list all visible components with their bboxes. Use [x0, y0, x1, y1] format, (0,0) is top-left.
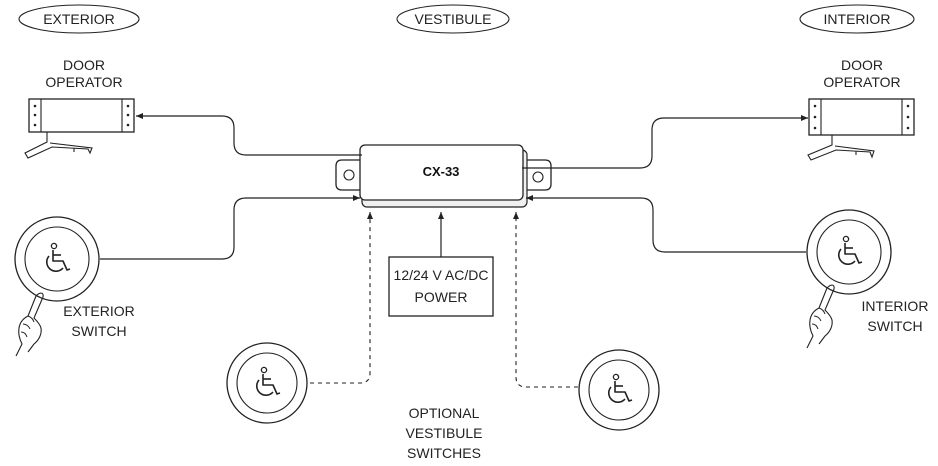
wire-vestibule-switch-right	[513, 212, 578, 388]
power-supply: 12/24 V AC/DC POWER	[388, 256, 494, 317]
pointing-hand-icon	[15, 292, 44, 357]
zone-vestibule-label: VESTIBULE	[414, 11, 491, 27]
interior-switch-label-2: SWITCH	[867, 318, 922, 334]
vestibule-switch-right	[578, 349, 660, 431]
wire-vestibule-switch-left	[310, 212, 373, 384]
vestibule-switches-label-1: OPTIONAL	[409, 405, 480, 421]
zone-exterior: EXTERIOR	[18, 4, 140, 34]
zone-interior-label: INTERIOR	[824, 11, 891, 27]
zone-exterior-label: EXTERIOR	[43, 11, 115, 27]
vestibule-switch-left	[226, 342, 308, 424]
right-operator-label-1: DOOR	[841, 57, 883, 73]
pointing-hand-icon	[806, 284, 835, 349]
controller-cx33: CX-33	[335, 144, 552, 208]
door-operator-icon	[807, 98, 915, 161]
left-operator-label-1: DOOR	[63, 57, 105, 73]
exterior-switch-label-2: SWITCH	[71, 323, 126, 339]
exterior-switch-label-1: EXTERIOR	[63, 303, 135, 319]
left-operator-label-2: OPERATOR	[45, 74, 122, 90]
power-label-1: 12/24 V AC/DC	[394, 267, 489, 283]
power-label-2: POWER	[415, 289, 468, 305]
door-operator-icon	[24, 98, 135, 159]
interior-switch-label-1: INTERIOR	[862, 298, 929, 314]
wire-interior-switch	[526, 195, 806, 253]
zone-interior: INTERIOR	[799, 4, 915, 34]
wire-controller-to-left-operator	[136, 113, 362, 156]
wire-controller-to-right-operator	[522, 115, 808, 169]
right-operator-label-2: OPERATOR	[823, 74, 900, 90]
interior-switch	[806, 209, 892, 295]
zone-vestibule: VESTIBULE	[396, 4, 510, 34]
exterior-switch	[14, 216, 100, 302]
vestibule-switches-label-2: VESTIBULE	[405, 425, 482, 441]
controller-label: CX-33	[423, 164, 460, 179]
vestibule-switches-label-3: SWITCHES	[407, 445, 481, 461]
wire-exterior-switch	[100, 195, 360, 260]
